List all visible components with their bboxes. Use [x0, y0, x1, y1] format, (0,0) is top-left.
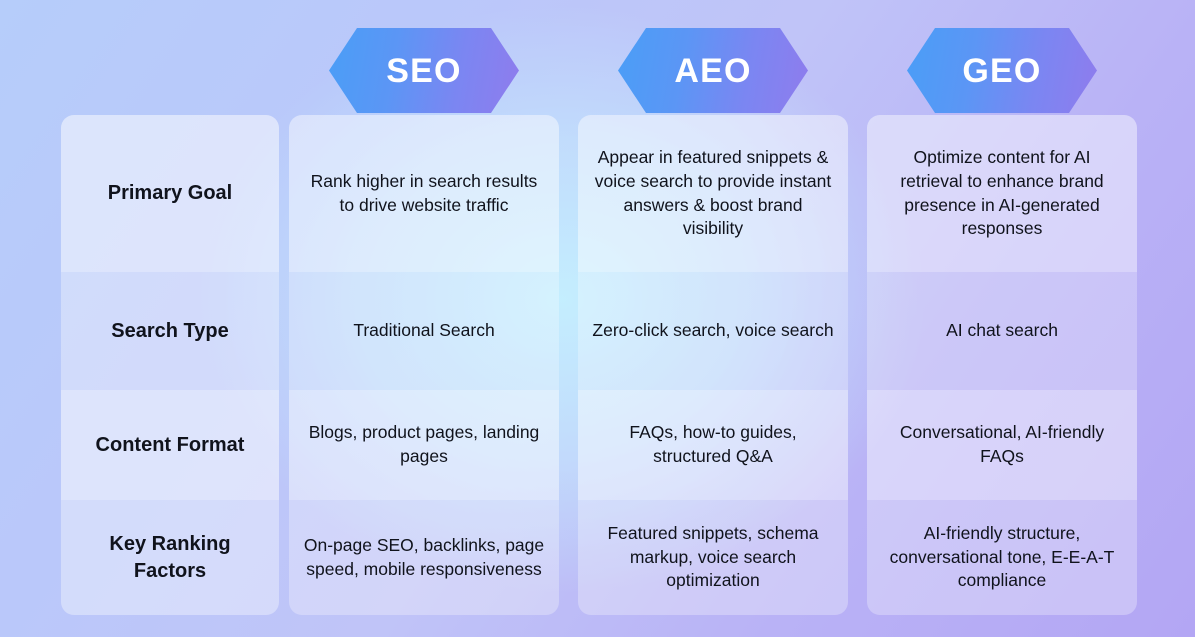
row-band-2: [289, 390, 559, 500]
cell-geo-primary-goal: Optimize content for AI retrieval to enh…: [867, 115, 1137, 272]
row-band-3: [578, 500, 848, 615]
cell-geo-search-type: AI chat search: [867, 272, 1137, 390]
cell-text: AI chat search: [946, 320, 1058, 341]
cell-text: Blogs, product pages, landing pages: [308, 422, 540, 466]
cell-text: Zero-click search, voice search: [592, 320, 834, 341]
row-label-content-format: Content Format: [61, 390, 279, 500]
cell-text: Traditional Search: [353, 320, 495, 341]
row-band-0: [61, 115, 279, 272]
column-header-geo: GEO: [907, 28, 1097, 113]
row-label-search-type: Search Type: [61, 272, 279, 390]
row-label-text: Content Format: [95, 433, 245, 456]
row-band-1: [578, 272, 848, 390]
row-band-2: [867, 390, 1137, 500]
row-label-text: Primary Goal: [107, 182, 233, 205]
cell-text: On-page SEO, backlinks, page speed, mobi…: [303, 534, 545, 579]
cell-text: Appear in featured snippets & voice sear…: [594, 146, 832, 239]
row-band-0: [289, 115, 559, 272]
cell-text: Conversational, AI-friendly FAQs: [899, 422, 1105, 466]
row-band-2: [61, 390, 279, 500]
row-band-3: [61, 500, 279, 615]
row-band-1: [61, 272, 279, 390]
cell-geo-content-format: Conversational, AI-friendly FAQs: [867, 390, 1137, 500]
cell-seo-search-type: Traditional Search: [289, 272, 559, 390]
column-geo: Optimize content for AI retrieval to enh…: [867, 115, 1137, 615]
row-label-key-ranking-factors: Key Ranking Factors: [61, 500, 279, 615]
row-band-0: [578, 115, 848, 272]
column-header-seo-label: SEO: [386, 51, 462, 90]
column-header-geo-label: GEO: [962, 51, 1042, 90]
cell-aeo-key-ranking-factors: Featured snippets, schema markup, voice …: [578, 500, 848, 615]
row-label-primary-goal: Primary Goal: [61, 115, 279, 272]
cell-text: Featured snippets, schema markup, voice …: [607, 522, 819, 591]
cell-text: AI-friendly structure, conversational to…: [889, 522, 1115, 591]
column-aeo: Appear in featured snippets & voice sear…: [578, 115, 848, 615]
cell-aeo-content-format: FAQs, how-to guides, structured Q&A: [578, 390, 848, 500]
column-header-aeo-label: AEO: [674, 51, 752, 90]
row-band-1: [867, 272, 1137, 390]
row-label-column: Primary Goal Search Type Content Format …: [61, 115, 279, 615]
row-label-text: Search Type: [111, 319, 229, 342]
row-band-3: [867, 500, 1137, 615]
row-band-2: [578, 390, 848, 500]
column-header-seo: SEO: [329, 28, 519, 113]
cell-text: FAQs, how-to guides, structured Q&A: [629, 422, 797, 466]
column-seo: Rank higher in search results to drive w…: [289, 115, 559, 615]
cell-seo-content-format: Blogs, product pages, landing pages: [289, 390, 559, 500]
column-header-aeo: AEO: [618, 28, 808, 113]
row-band-0: [867, 115, 1137, 272]
cell-aeo-search-type: Zero-click search, voice search: [578, 272, 848, 390]
cell-aeo-primary-goal: Appear in featured snippets & voice sear…: [578, 115, 848, 272]
cell-text: Optimize content for AI retrieval to enh…: [900, 146, 1104, 239]
row-band-3: [289, 500, 559, 615]
cell-geo-key-ranking-factors: AI-friendly structure, conversational to…: [867, 500, 1137, 615]
row-band-1: [289, 272, 559, 390]
row-label-text: Key Ranking Factors: [109, 533, 231, 582]
cell-text: Rank higher in search results to drive w…: [310, 170, 538, 215]
cell-seo-primary-goal: Rank higher in search results to drive w…: [289, 115, 559, 272]
cell-seo-key-ranking-factors: On-page SEO, backlinks, page speed, mobi…: [289, 500, 559, 615]
